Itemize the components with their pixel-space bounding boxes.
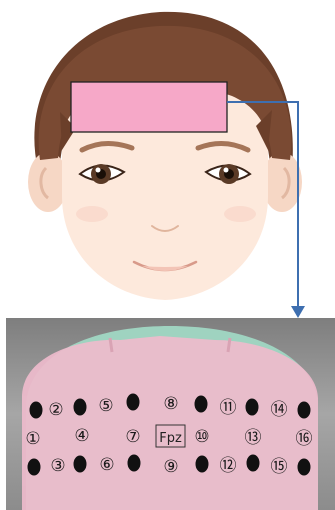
optode-dot [30, 402, 43, 419]
optode-dot [246, 399, 259, 416]
channel-number-6: ⑥ [99, 455, 114, 475]
channel-number-14: ⑭ [271, 400, 288, 420]
optode-dot [74, 399, 87, 416]
fpz-label: Fpz [159, 431, 182, 446]
channel-number-8: ⑧ [163, 394, 178, 414]
optode-dot [74, 456, 87, 473]
channel-number-10: ⑩ [194, 427, 209, 447]
channel-number-1: ① [25, 429, 40, 449]
cap-pad [22, 336, 318, 510]
optode-dot [28, 459, 41, 476]
forehead-measurement-area [71, 82, 227, 132]
channel-number-16: ⑯ [296, 429, 313, 449]
face-illustration [28, 12, 302, 300]
optode-dot [128, 455, 141, 472]
optode-dot [298, 459, 311, 476]
channel-number-15: ⑮ [271, 457, 288, 477]
optode-dot [195, 396, 208, 413]
optode-dot [196, 456, 209, 473]
channel-number-5: ⑤ [98, 396, 113, 416]
channel-number-13: ⑬ [245, 428, 262, 448]
channel-number-9: ⑨ [163, 457, 178, 477]
channel-number-11: ⑪ [220, 398, 237, 418]
optode-dot [298, 402, 311, 419]
optode-dot [247, 455, 260, 472]
channel-number-3: ③ [50, 456, 65, 476]
channel-number-2: ② [48, 400, 63, 420]
channel-number-12: ⑫ [220, 456, 237, 476]
arrowhead [291, 306, 305, 318]
optode-dot [127, 394, 140, 411]
channel-number-7: ⑦ [125, 427, 140, 447]
channel-number-4: ④ [74, 426, 89, 446]
